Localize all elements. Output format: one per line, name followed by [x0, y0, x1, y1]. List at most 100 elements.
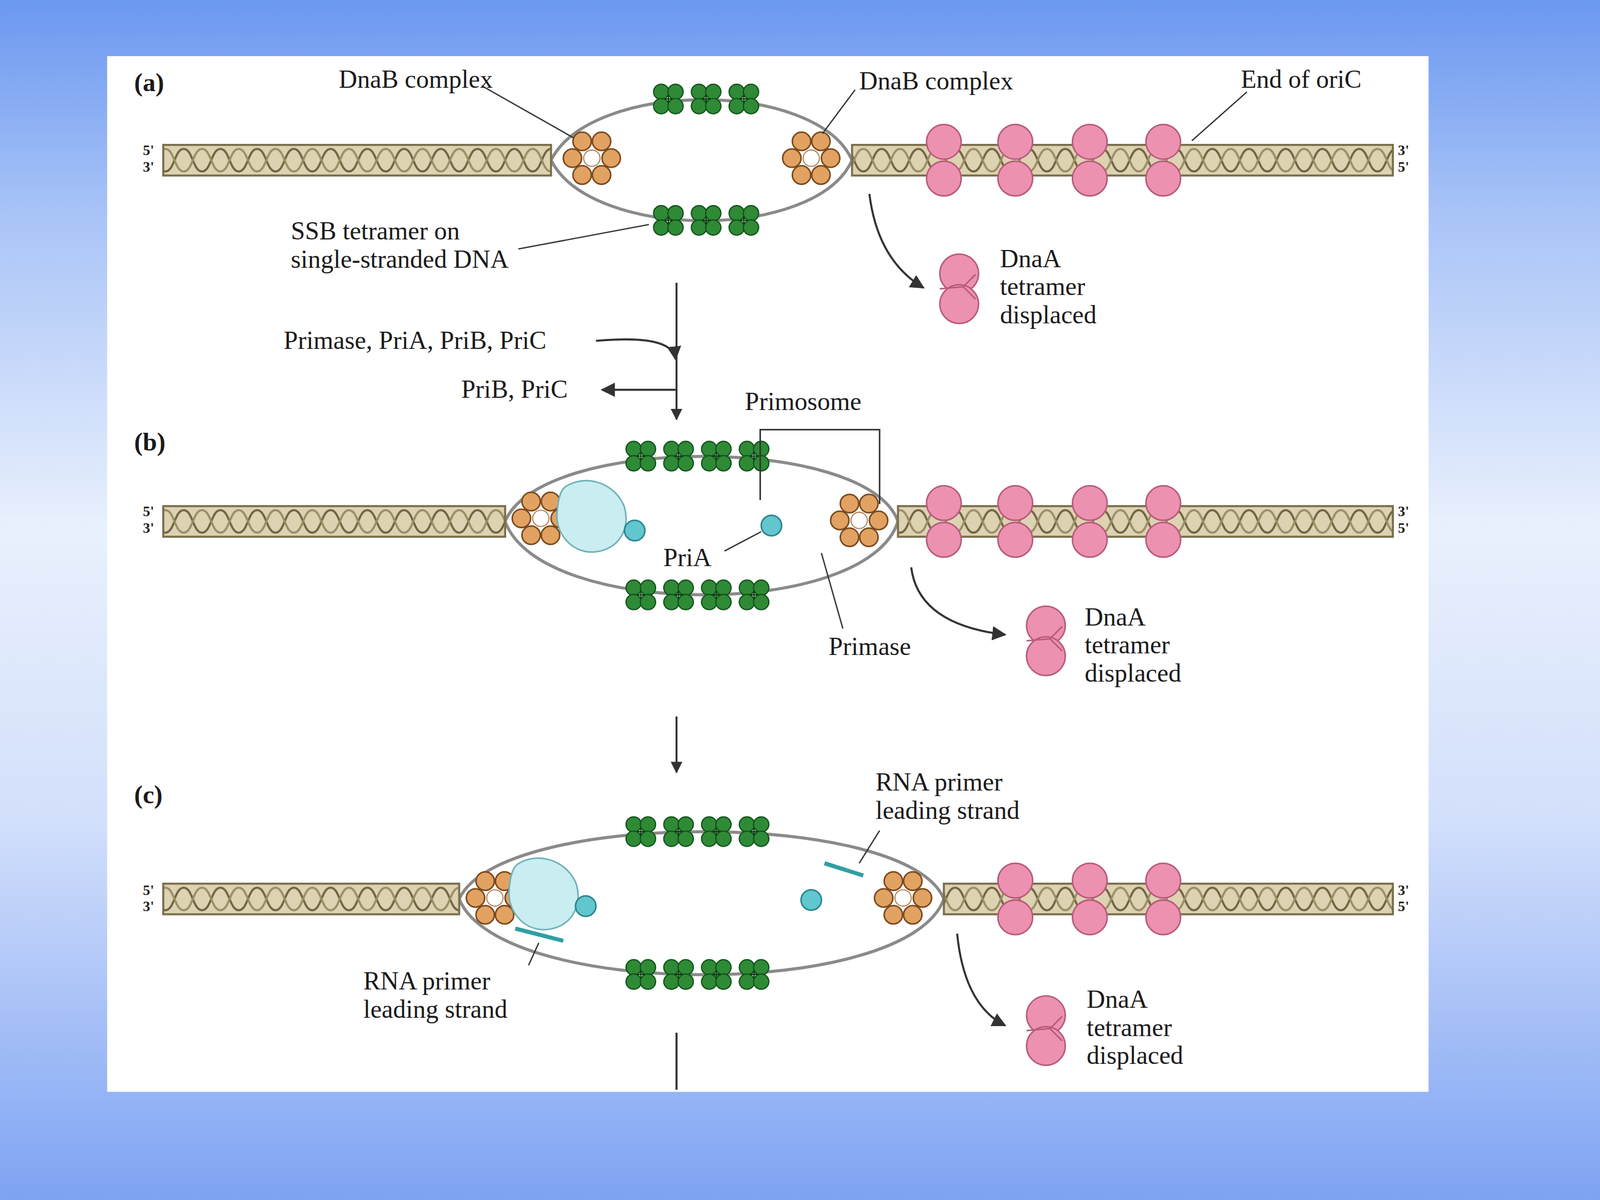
part-label: DnaA tetramer displaced [1000, 245, 1128, 330]
dnab-ring [782, 132, 840, 185]
primosome-bracket [760, 429, 880, 504]
leader-line [1191, 91, 1247, 141]
pria-protein [801, 890, 822, 911]
strand-end: 5' [142, 503, 154, 520]
part-label: DnaB complex [859, 67, 1014, 96]
leader-line [518, 224, 649, 249]
panel-letter: (b) [134, 428, 166, 457]
leader-line [724, 531, 762, 552]
ssb-tetramer [701, 441, 732, 471]
stage-arrow [675, 282, 678, 420]
output-arrow [602, 388, 676, 392]
leader-line [821, 553, 844, 629]
part-label: PriA [663, 543, 712, 573]
leader-line [528, 942, 539, 965]
primase-blob [508, 858, 578, 930]
dna-duplex [163, 506, 505, 537]
part-label: Primosome [745, 387, 862, 417]
leader-line [859, 830, 880, 864]
part-label: DnaA tetramer displaced [1084, 603, 1213, 688]
dnaa-protein [997, 485, 1033, 558]
dnab-ring [563, 132, 621, 185]
ssb-tetramer [739, 580, 769, 610]
strand-end: 5' [1397, 159, 1409, 176]
part-label: PriB, PriC [461, 375, 568, 404]
panel-letter: (a) [134, 68, 165, 98]
pria-protein [761, 515, 782, 537]
leader-line [481, 85, 574, 138]
row-a [163, 84, 1393, 324]
ssb-tetramer [653, 205, 683, 235]
ssb-tetramer [653, 84, 683, 114]
dnaa-protein [997, 124, 1033, 197]
ssb-tetramer [626, 816, 656, 847]
strand-end: 3' [142, 159, 154, 176]
part-label: RNA primer leading strand [363, 967, 547, 1024]
dna-duplex [897, 506, 1393, 537]
ssb-tetramer [701, 580, 732, 610]
ssb-tetramer [691, 205, 721, 235]
ssb-tetramer [701, 816, 732, 847]
ssb-tetramer [739, 959, 769, 989]
dnaa-protein [926, 485, 962, 558]
ssb-tetramer [663, 959, 694, 989]
input-arrow [596, 339, 676, 360]
part-label: SSB tetramer on single-stranded DNA [290, 217, 524, 274]
strand-end: 3' [1397, 503, 1409, 520]
dnaa-protein [997, 863, 1033, 935]
strand-end: 5' [1397, 520, 1409, 537]
strand-end: 3' [142, 898, 154, 915]
ssb-tetramer [626, 580, 656, 610]
dnaa-displaced [1026, 996, 1066, 1066]
dnaa-protein [1146, 485, 1181, 558]
panel-letter: (c) [134, 781, 163, 810]
stage-arrow [675, 716, 678, 773]
strand-end: 5' [1397, 898, 1409, 915]
part-label: DnaA tetramer displaced [1086, 985, 1215, 1070]
white-panel [107, 56, 1429, 1092]
part-label: DnaB complex [338, 65, 493, 94]
dnaa-displaced [1026, 606, 1066, 676]
dna-duplex [163, 883, 460, 915]
displacement-arrow [911, 567, 1005, 635]
rna-primer [824, 863, 864, 876]
rna-primer [515, 928, 564, 941]
ssb-tetramer [663, 441, 694, 471]
dna-duplex [163, 145, 552, 176]
stage-panel: (c) [127, 773, 1226, 1088]
ssb-tetramer [626, 441, 656, 471]
ssb-tetramer [739, 816, 769, 847]
continuation-line [675, 1032, 678, 1090]
dnaa-protein [1146, 863, 1181, 935]
part-label: End of oriC [1240, 65, 1362, 94]
ssb-tetramer [728, 205, 759, 235]
ssb-tetramer [701, 959, 732, 989]
strand-end: 3' [142, 520, 154, 537]
strand-end: 5' [142, 142, 154, 159]
ssb-tetramer [663, 816, 694, 847]
part-label: Primase, PriA, PriB, PriC [283, 326, 547, 355]
ssb-tetramer [663, 580, 694, 610]
dnaa-protein [926, 124, 962, 197]
displacement-arrow [957, 933, 1005, 1026]
ssb-tetramer [739, 441, 769, 471]
pria-protein [575, 896, 597, 917]
part-label: Primase [828, 632, 911, 662]
strand-end: 3' [1397, 142, 1409, 159]
ssb-tetramer [728, 84, 759, 114]
dnaa-protein [1146, 124, 1181, 197]
primase-blob [557, 480, 627, 553]
displacement-arrow [869, 193, 924, 288]
dnab-ring [874, 871, 932, 924]
ssb-tetramer [691, 84, 721, 114]
dnaa-protein [1072, 485, 1107, 558]
pria-protein [624, 520, 645, 542]
dnaa-protein [1072, 863, 1107, 935]
part-label: RNA primer leading strand [875, 768, 1059, 825]
strand-end: 3' [1397, 882, 1409, 899]
